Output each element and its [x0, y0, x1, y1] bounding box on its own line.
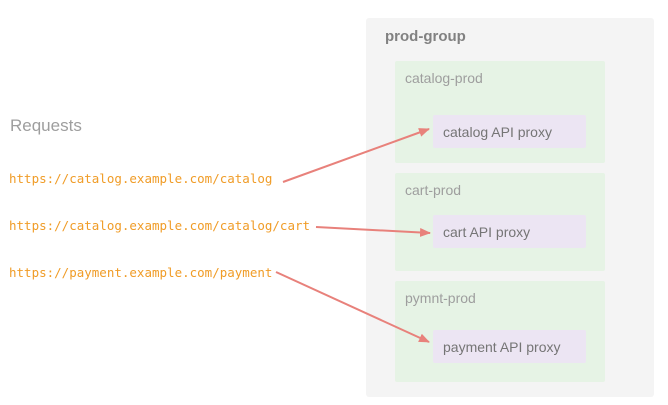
api-proxy-label: cart API proxy: [443, 223, 531, 240]
api-proxy-label: payment API proxy: [443, 338, 561, 355]
prod-group-panel: prod-group catalog-prod catalog API prox…: [366, 18, 654, 397]
environment-cart-prod: cart-prod cart API proxy: [395, 173, 605, 271]
api-proxy-payment: payment API proxy: [433, 330, 586, 363]
environment-label: pymnt-prod: [405, 290, 476, 306]
prod-group-label: prod-group: [385, 28, 466, 45]
api-proxy-catalog: catalog API proxy: [433, 115, 586, 148]
request-url-catalog: https://catalog.example.com/catalog: [9, 171, 273, 186]
environment-catalog-prod: catalog-prod catalog API proxy: [395, 61, 605, 163]
api-proxy-cart: cart API proxy: [433, 215, 586, 248]
request-url-payment: https://payment.example.com/payment: [9, 265, 273, 280]
environment-label: cart-prod: [405, 182, 462, 198]
request-url-catalog-cart: https://catalog.example.com/catalog/cart: [9, 218, 311, 233]
environment-pymnt-prod: pymnt-prod payment API proxy: [395, 281, 605, 382]
environment-label: catalog-prod: [405, 70, 483, 86]
api-proxy-label: catalog API proxy: [443, 123, 552, 140]
requests-heading: Requests: [10, 116, 82, 135]
